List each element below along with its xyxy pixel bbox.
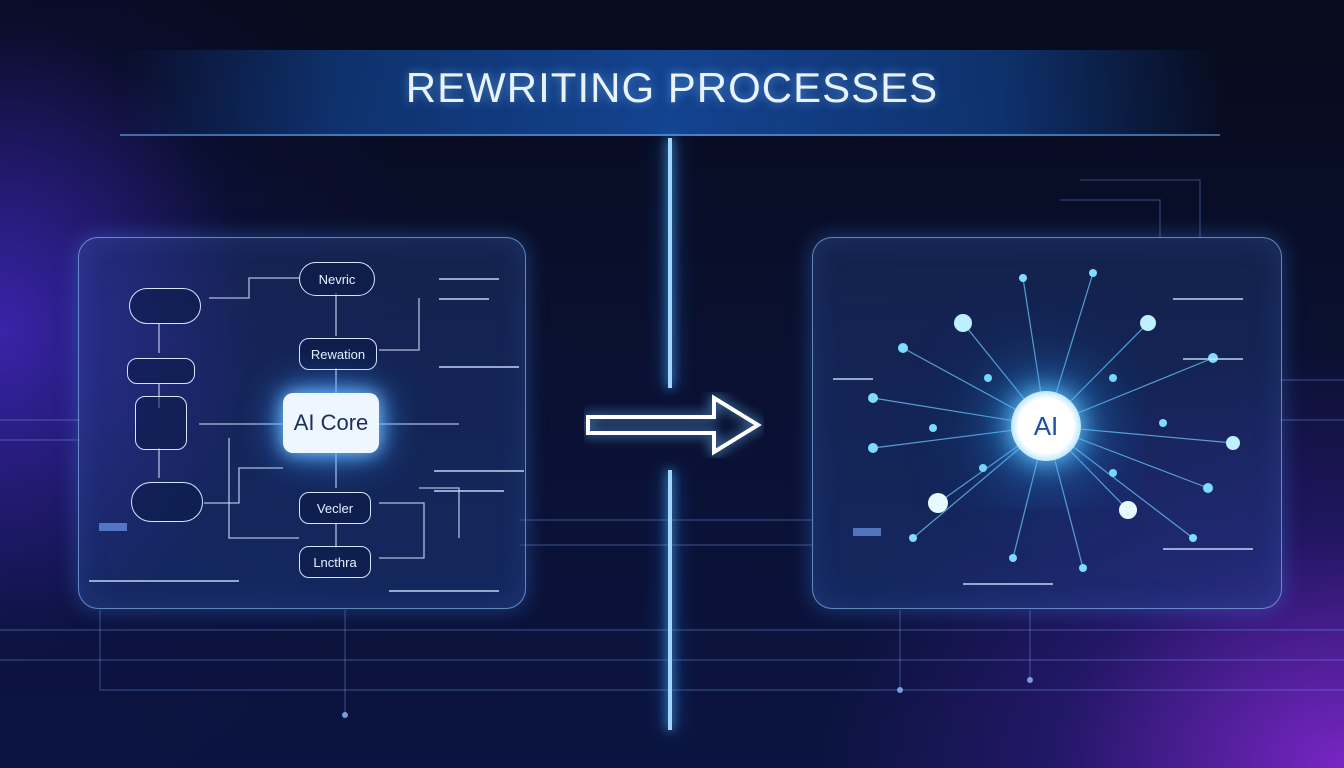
ai-process-panel: AI (812, 237, 1282, 609)
text-scribble (89, 580, 239, 582)
flowchart-connectors (158, 277, 460, 559)
flowchart-node-nevric: Nevric (299, 262, 375, 296)
right-arrow-icon (586, 394, 762, 456)
text-scribble (434, 470, 524, 472)
text-scribble (99, 523, 127, 531)
divider-bottom (668, 470, 672, 730)
flowchart-node-left-3 (131, 482, 203, 522)
flowchart-node-top-left (129, 288, 201, 324)
flowchart-node-vecler: Vecler (299, 492, 371, 524)
flowchart-node-left-2 (135, 396, 187, 450)
page-title: REWRITING PROCESSES (405, 64, 939, 111)
text-scribble (963, 583, 1053, 585)
ai-center-node: AI (1011, 391, 1081, 461)
text-scribble (439, 366, 519, 368)
divider-top (668, 138, 672, 388)
flowchart-node-lncthra: Lncthra (299, 546, 371, 578)
text-scribble (1163, 548, 1253, 550)
title-banner (120, 50, 1220, 136)
text-scribble (1183, 358, 1243, 360)
text-scribble (389, 590, 499, 592)
text-scribble (439, 298, 489, 300)
text-scribble (833, 378, 873, 380)
flowchart-node-rewation: Rewation (299, 338, 377, 370)
text-scribble (439, 278, 499, 280)
ai-core-node: AI Core (283, 393, 379, 453)
flowchart-node-left-1 (127, 358, 195, 384)
text-scribble (1173, 298, 1243, 300)
text-scribble (434, 490, 504, 492)
text-scribble (853, 528, 881, 536)
legacy-process-panel: Nevric Rewation AI Core Vecler Lncthra (78, 237, 526, 609)
